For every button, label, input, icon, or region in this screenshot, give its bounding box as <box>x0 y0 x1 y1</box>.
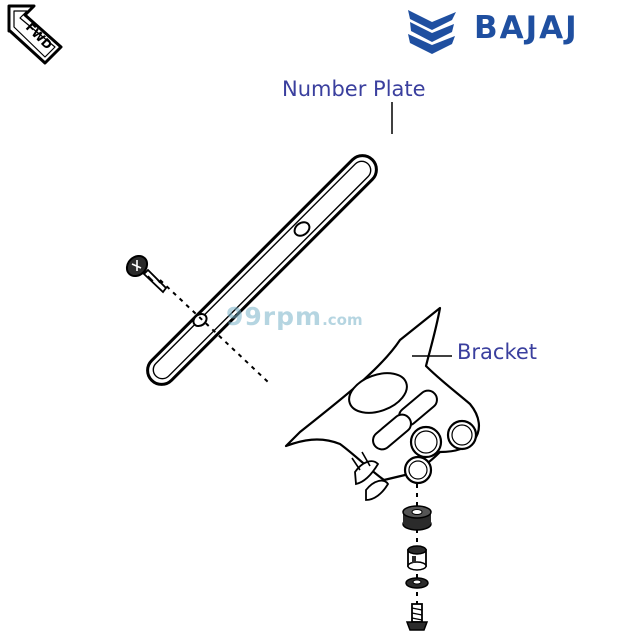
bajaj-emblem-icon <box>408 10 456 54</box>
bracket-label: Bracket <box>457 340 538 364</box>
watermark: 99rpm.com <box>226 302 363 331</box>
number-plate-label: Number Plate <box>282 77 426 101</box>
fastener-stack <box>402 484 432 631</box>
number-plate <box>146 154 378 386</box>
bolt <box>405 603 429 631</box>
bracket <box>284 306 480 501</box>
brand-name: BAJAJ <box>474 10 579 46</box>
watermark-main: 99rpm <box>226 302 323 331</box>
plate-mounting-hole-upper <box>293 221 311 237</box>
washer <box>405 577 429 589</box>
forward-arrow-icon: FWD <box>7 4 63 65</box>
rubber-grommet <box>402 505 432 531</box>
plate-mounting-hole-lower <box>192 312 208 328</box>
plate-screw <box>125 254 269 383</box>
watermark-suffix: .com <box>322 311 363 329</box>
spacer-collar <box>407 545 427 571</box>
